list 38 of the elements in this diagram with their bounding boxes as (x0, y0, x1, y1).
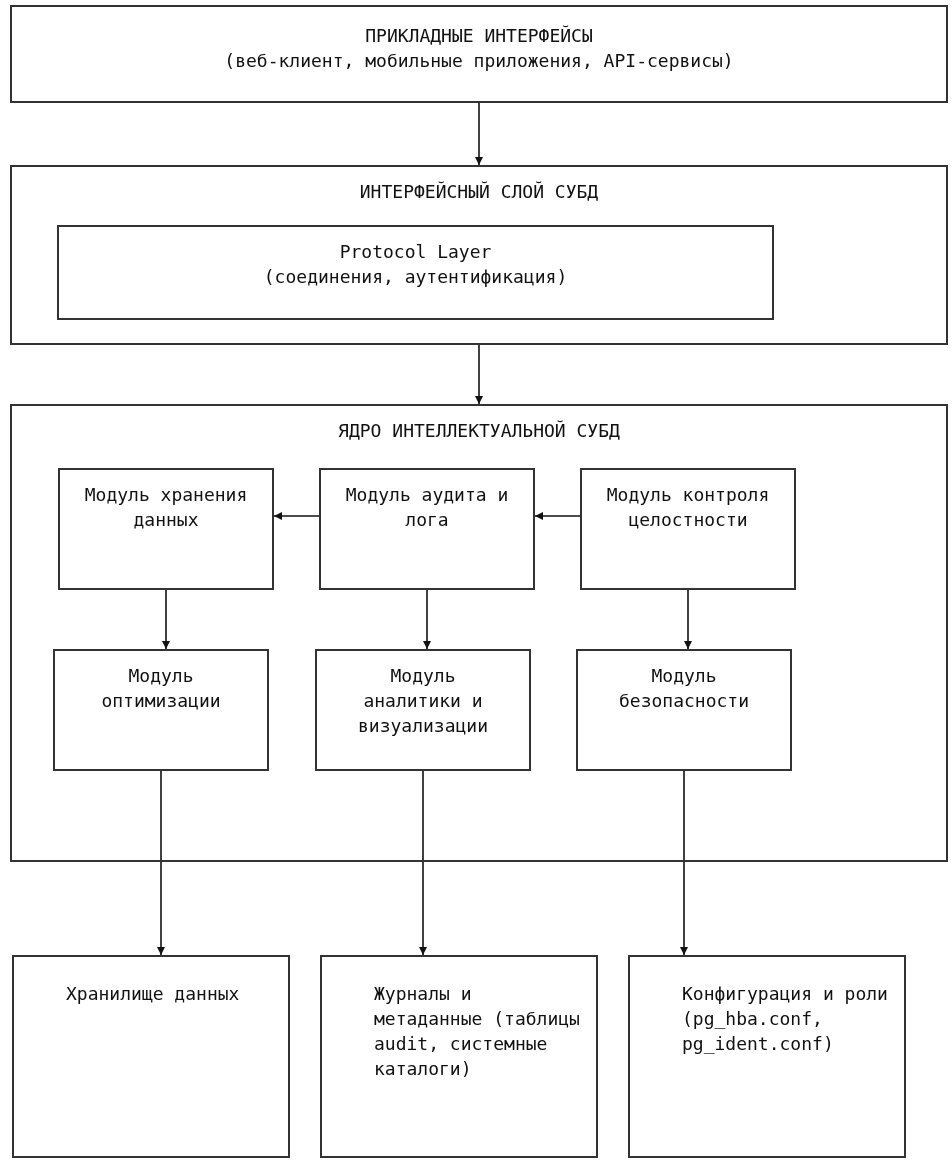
process-box (315, 649, 531, 771)
storage-box (320, 955, 598, 1158)
process-box (319, 468, 535, 590)
layer-container (10, 404, 948, 862)
box-title: Модуль аналитики и визуализации (356, 664, 489, 738)
arrow (475, 344, 483, 405)
arrow (680, 770, 688, 956)
box-title: Модуль безопасности (617, 664, 750, 713)
box-subtitle: (соединения, аутентификация) (262, 265, 569, 289)
arrow (684, 589, 692, 650)
process-box (58, 468, 274, 590)
arrow (162, 589, 170, 650)
box-title: ПРИКЛАДНЫЕ ИНТЕРФЕЙСЫ (364, 24, 594, 48)
arrow (423, 589, 431, 650)
storage-box (12, 955, 290, 1158)
arrow (419, 770, 427, 956)
arrow (534, 512, 581, 520)
box-title: ИНТЕРФЕЙСНЫЙ СЛОЙ СУБД (358, 180, 600, 204)
layer-container (10, 165, 948, 345)
box-subtitle: (веб-клиент, мобильные приложения, API-сервисы) (223, 49, 735, 73)
process-box (53, 649, 269, 771)
process-box (10, 5, 948, 103)
box-title: Модуль контроля целостности (606, 483, 770, 532)
box-title: Журналы и метаданные (таблицы audit, системные каталоги) (374, 982, 580, 1081)
arrow (157, 770, 165, 956)
arrow (273, 512, 320, 520)
process-box (580, 468, 796, 590)
process-box (576, 649, 792, 771)
arrow (475, 102, 483, 166)
box-title: Модуль оптимизации (100, 664, 222, 713)
box-title: Хранилище данных (66, 982, 241, 1006)
box-title: ЯДРО ИНТЕЛЛЕКТУАЛЬНОЙ СУБД (337, 419, 621, 443)
process-box (57, 225, 774, 320)
box-title: Protocol Layer (338, 240, 493, 264)
box-title: Модуль хранения данных (84, 483, 248, 532)
storage-box (628, 955, 906, 1158)
box-title: Конфигурация и роли (pg_hba.conf, pg_ident.conf) (682, 982, 888, 1056)
box-title: Модуль аудита и лога (345, 483, 509, 532)
